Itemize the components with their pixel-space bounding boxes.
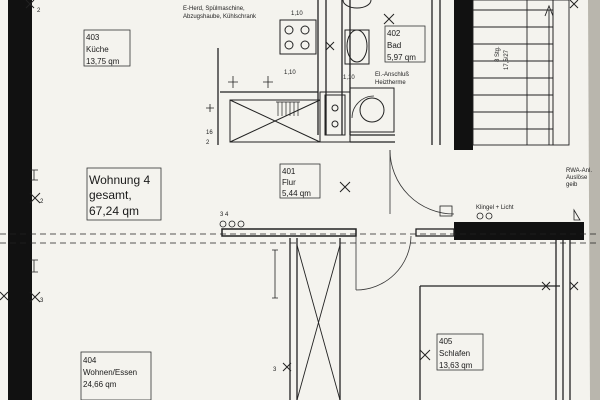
symbol-number-3b: 3: [273, 367, 277, 373]
label-boxes: [80, 25, 484, 400]
room-schlafen: 405 Schlafen 13,63 qm: [439, 337, 473, 370]
outlet-symbols: [30, 76, 581, 299]
west-wall: [8, 0, 32, 400]
corridor-wall: [0, 228, 600, 244]
room-wohnen: 404 Wohnen/Essen 24,66 qm: [83, 356, 137, 389]
room-schlafen-number: 405: [439, 337, 453, 346]
room-kueche-area: 13,75 qm: [86, 57, 120, 66]
electrical-marks: [0, 0, 579, 372]
rwa-note-2: Auslöse: [566, 175, 588, 181]
apartment-summary: Wohnung 4 gesamt, 67,24 qm: [89, 173, 150, 218]
bath-fixtures: [324, 0, 395, 136]
symbol-number-34: 3 4: [220, 212, 229, 218]
room-flur-area: 5,44 qm: [282, 189, 311, 198]
rwa-note-3: geib: [566, 182, 578, 188]
stair-steps-count: 8 Stg.: [495, 46, 501, 62]
stair-landing-wall: [454, 222, 584, 240]
washbasin: [342, 0, 372, 9]
symbol-number-16: 16: [206, 130, 213, 136]
room-wohnen-area: 24,66 qm: [83, 380, 117, 389]
symbol-number-2c: 2: [206, 140, 210, 146]
room-schlafen-name: Schlafen: [439, 349, 470, 358]
kitchen-counter: [229, 19, 351, 143]
stair-step-size: 17,5/27: [504, 49, 510, 70]
walls: [8, 0, 584, 400]
room-bad-name: Bad: [387, 41, 401, 50]
apartment-total-area: 67,24 qm: [89, 204, 139, 218]
room-kueche-number: 403: [86, 33, 100, 42]
symbol-number-2a: 2: [37, 8, 41, 14]
sliding-door-frame: [296, 244, 341, 400]
staircase: [472, 0, 570, 146]
room-wohnen-number: 404: [83, 356, 97, 365]
room-wohnen-name: Wohnen/Essen: [83, 368, 137, 377]
stair-wall: [454, 0, 473, 150]
apartment-name: Wohnung 4: [89, 173, 150, 187]
heater-boiler: [359, 97, 385, 123]
room-bad: 402 Bad 5,97 qm: [387, 29, 416, 62]
kitchen-appliances-note-2: Abzugshaube, Kühlschrank: [183, 14, 257, 20]
bath-electrical-note-1: El.-Anschluß: [375, 72, 409, 78]
room-flur: 401 Flur 5,44 qm: [282, 167, 311, 198]
room-flur-name: Flur: [282, 178, 296, 187]
room-flur-number: 401: [282, 167, 296, 176]
symbol-number-2b: 2: [40, 199, 44, 205]
room-schlafen-area: 13,63 qm: [439, 361, 473, 370]
symbol-number-3a: 3: [40, 298, 44, 304]
room-kueche: 403 Küche 13,75 qm: [86, 33, 120, 66]
room-kueche-name: Küche: [86, 45, 109, 54]
shower-tray: [349, 87, 395, 133]
dimension-side: 1,10: [343, 75, 355, 81]
room-bad-area: 5,97 qm: [387, 53, 416, 62]
kitchen-appliances-note-1: E-Herd, Spülmaschine,: [183, 6, 245, 12]
room-bad-number: 402: [387, 29, 401, 38]
apartment-total-label: gesamt,: [89, 188, 132, 202]
rwa-note-1: RWA-Anl.: [566, 168, 592, 174]
bell-light-note: Klingel + Licht: [476, 205, 514, 211]
interior-walls: [217, 0, 571, 400]
bath-electrical-note-2: Heiztherme: [375, 80, 406, 86]
door-swings: [351, 95, 455, 291]
dimension-top-2: 1,10: [284, 70, 296, 76]
dimension-top-1: 1,10: [291, 11, 303, 17]
